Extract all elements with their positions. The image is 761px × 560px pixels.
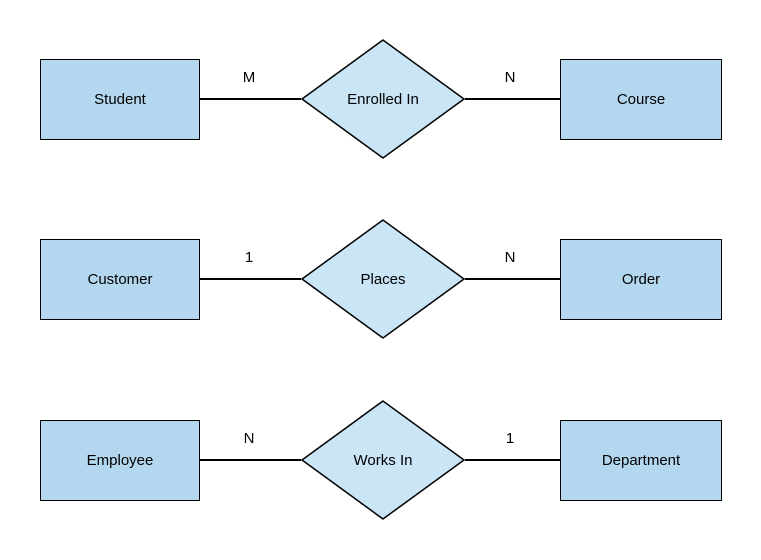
entity-box-order[interactable]: Order [560,239,722,320]
cardinality-label: M [242,69,256,86]
connector-line [200,278,301,280]
entity-label: Department [601,452,681,469]
diamond-shape [300,400,466,520]
connector-line [200,459,301,461]
connector-line [200,98,301,100]
relationship-label: Enrolled In [347,90,419,108]
entity-box-course[interactable]: Course [560,59,722,140]
entity-label: Course [616,91,666,108]
relationship-label: Places [360,270,406,288]
cardinality-label: N [243,430,255,447]
relationship-diamond-enrolled-in[interactable]: Enrolled In [300,38,466,160]
relationship-label: Works In [353,451,413,469]
connector-line [465,98,561,100]
entity-label: Employee [86,452,154,469]
cardinality-label: N [504,69,516,86]
diamond-shape [300,39,466,159]
entity-box-customer[interactable]: Customer [40,239,200,320]
entity-label: Customer [87,271,153,288]
diamond-shape [300,219,466,339]
entity-box-student[interactable]: Student [40,59,200,140]
entity-label: Order [621,271,661,288]
cardinality-label: N [504,249,516,266]
entity-box-employee[interactable]: Employee [40,420,200,501]
relationship-diamond-places[interactable]: Places [300,218,466,340]
entity-box-department[interactable]: Department [560,420,722,501]
connector-line [465,278,561,280]
cardinality-label: 1 [505,430,515,447]
relationship-diamond-works-in[interactable]: Works In [300,399,466,521]
cardinality-label: 1 [244,249,254,266]
er-row-customer-order: Customer 1 Places N Order [0,218,761,340]
er-row-student-course: Student M Enrolled In N Course [0,38,761,160]
er-row-employee-department: Employee N Works In 1 Department [0,399,761,521]
connector-line [465,459,561,461]
entity-label: Student [94,91,146,108]
